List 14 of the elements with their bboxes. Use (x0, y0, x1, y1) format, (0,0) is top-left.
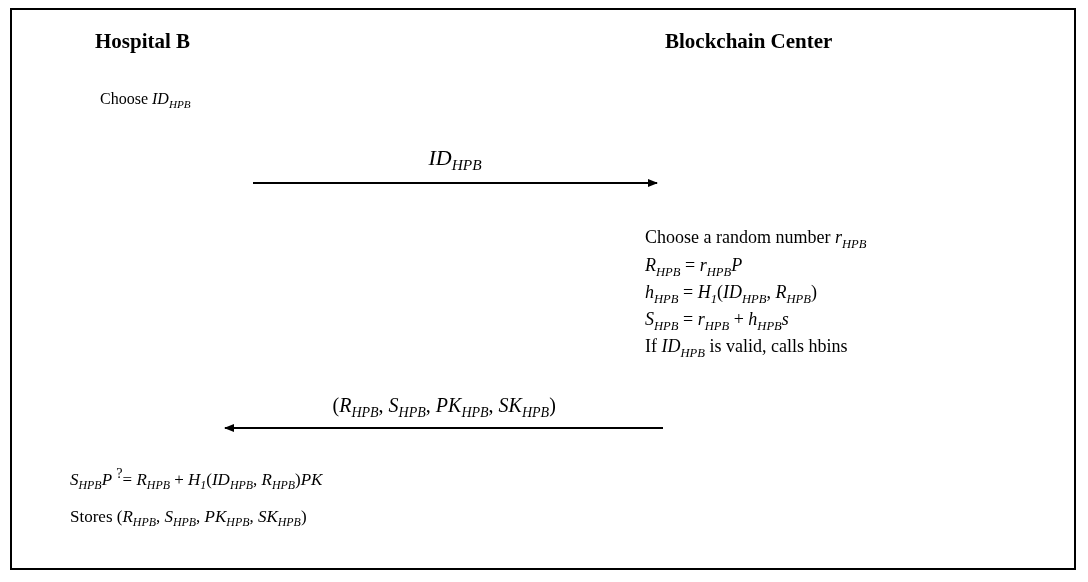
step-text: R$_{HPB}$ = r$_{HPB}$P (645, 256, 743, 280)
step-text: S$_{HPB}$P $^{?}$= R$_{HPB}$ + H$_{1}$(ID$_{HPB}$, R$_{HPB}$)PK (70, 466, 323, 493)
edge-label: (R$_{HPB}$, S$_{HPB}$, PK$_{HPB}$, SK$_{HPB}$) (332, 394, 556, 421)
step-text: Stores (R$_{HPB}$, S$_{HPB}$, PK$_{HPB}$, SK$_{HPB}$) (70, 508, 307, 530)
edge-label: ID$_{HPB}$ (428, 146, 482, 175)
step-text: Choose ID$_{HPB}$ (100, 90, 191, 111)
step-text: S$_{HPB}$ = r$_{HPB}$ + h$_{HPB}$s (645, 310, 789, 334)
step-text: Choose a random number r$_{HPB}$ (645, 228, 867, 252)
party-heading: Blockchain Center (665, 30, 833, 54)
message-arrow (224, 424, 664, 432)
step-text: h$_{HPB}$ = H$_{1}$(ID$_{HPB}$, R$_{HPB}$) (645, 283, 817, 307)
step-text: If ID$_{HPB}$ is valid, calls hbins (645, 337, 848, 361)
party-heading: Hospital B (95, 30, 191, 54)
message-arrow (252, 179, 658, 187)
